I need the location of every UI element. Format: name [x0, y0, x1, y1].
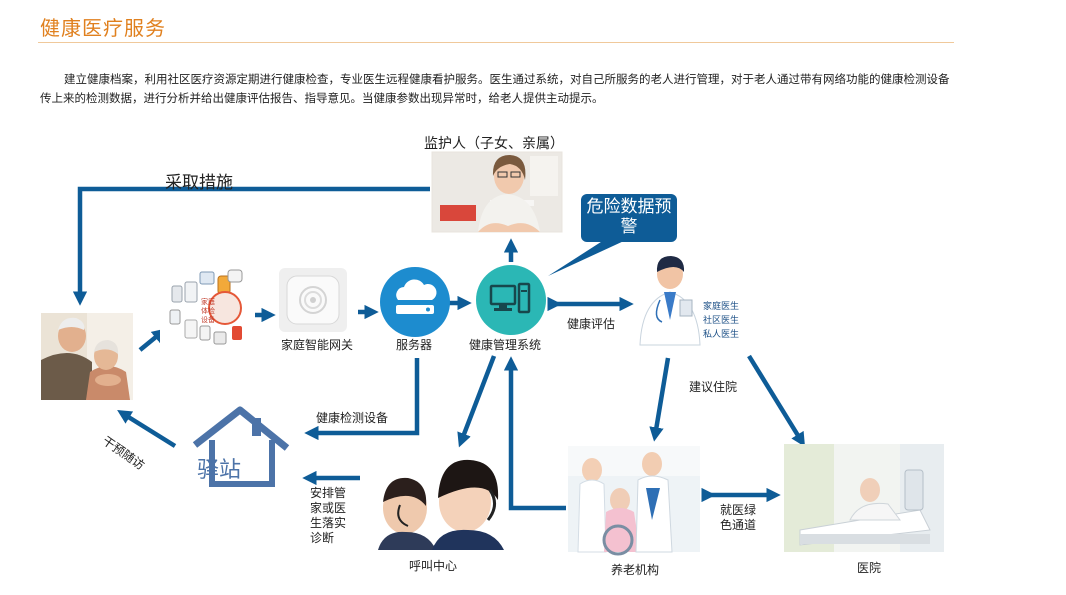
arrow-doctor-hospital	[747, 354, 806, 447]
call-center-label: 呼叫中心	[409, 559, 458, 573]
title-divider	[38, 42, 954, 43]
arrow-server-station	[304, 358, 420, 441]
doctor-type-private: 私人医生	[703, 330, 740, 340]
arrow-system-callcenter	[457, 355, 497, 448]
doctor-figure	[639, 256, 701, 346]
suggest-hospital-label: 建议住院	[689, 380, 738, 394]
doctor-types-list: 家庭医生 社区医生 私人医生	[703, 300, 739, 342]
arrow-take-measures	[72, 186, 430, 306]
router-icon	[279, 268, 347, 332]
doctor-type-family: 家庭医生	[703, 302, 740, 312]
gateway-label: 家庭智能网关	[281, 338, 354, 352]
guardian-label: 监护人（子女、亲属）	[424, 136, 564, 152]
health-system-label: 健康管理系统	[469, 338, 542, 352]
arrow-elderly-devices	[138, 328, 167, 352]
arrow-nursing-system	[503, 356, 566, 511]
intro-paragraph: 建立健康档案，利用社区医疗资源定期进行健康检查，专业医生远程健康看护服务。医生通…	[40, 72, 950, 105]
hospital-photo	[784, 444, 944, 552]
page-title: 健康医疗服务	[40, 16, 166, 40]
station-label: 驿站	[197, 458, 242, 483]
hospital-label: 医院	[857, 561, 882, 575]
danger-alert-badge: 危险数据预警	[581, 194, 677, 242]
doctor-type-community: 社区医生	[703, 316, 740, 326]
health-devices	[160, 268, 250, 353]
elderly-photo	[41, 313, 133, 400]
arrow-station-elderly	[117, 409, 177, 448]
guardian-photo	[431, 151, 563, 233]
arrow-doctor-nursing	[649, 357, 671, 442]
call-center-photo	[370, 452, 505, 550]
arrange-label: 安排管家或医生落实诊断	[310, 486, 347, 545]
house-icon	[192, 406, 290, 487]
nursing-home-label: 养老机构	[611, 563, 660, 577]
health-device-label: 健康检测设备	[316, 411, 389, 425]
alert-bubble-tail	[548, 240, 626, 276]
server-label: 服务器	[396, 338, 433, 352]
device-tag-label: 家庭体检设备	[201, 298, 215, 324]
health-assessment-label: 健康评估	[567, 317, 616, 331]
take-measures-label: 采取措施	[165, 173, 233, 193]
cloud-server-icon	[380, 267, 450, 337]
green-channel-label: 就医绿色通道	[720, 503, 757, 532]
computer-icon	[476, 265, 546, 335]
nursing-home-photo	[568, 446, 700, 556]
